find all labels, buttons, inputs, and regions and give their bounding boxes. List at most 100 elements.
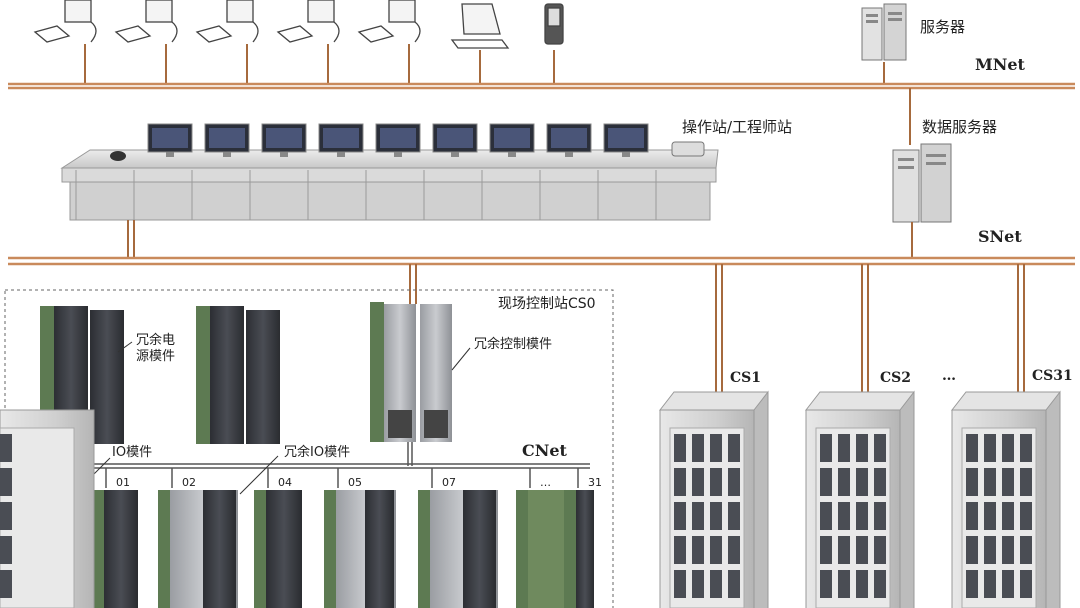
cabinet-module-slot [710, 536, 722, 564]
cabinet-module-slot [674, 502, 686, 530]
cabinet-module-slot [874, 434, 886, 462]
cabinet-module-slot [692, 570, 704, 598]
field-station-label: 现场控制站CS0 [498, 296, 596, 312]
redundant-io-callout-line [239, 455, 279, 495]
io-module [418, 490, 498, 608]
io-module [92, 490, 138, 608]
workstation-icon [33, 0, 97, 43]
cabinet-cs31 [0, 410, 95, 608]
cabinet-module-slot [0, 502, 12, 530]
console-monitor-icon [432, 123, 478, 157]
control-callout-line [451, 347, 471, 371]
cabinet-module-slot [984, 502, 996, 530]
cabinet-module-slot [710, 502, 722, 530]
cabinet-module-slot [838, 536, 850, 564]
server-label: 服务器 [920, 18, 965, 36]
cabinet-module-slot [984, 570, 996, 598]
console-monitor-icon [261, 123, 307, 157]
cabinet-module-slot [728, 570, 740, 598]
laptop-icon [450, 3, 510, 49]
cabinet-module-slot [0, 468, 12, 496]
cabinet-module-slot [874, 502, 886, 530]
cabinet-module-slot [966, 570, 978, 598]
io-slot-label: … [540, 476, 551, 489]
data-server-label: 数据服务器 [922, 118, 997, 136]
client-workstations [33, 0, 564, 49]
cabinet-module-slot [674, 468, 686, 496]
cabinet-module-slot [820, 434, 832, 462]
io-module-row: 000102040507…31 [24, 468, 602, 608]
cabinet-module-slot [856, 502, 868, 530]
workstation-icon [195, 0, 259, 43]
io-module-label: IO模件 [112, 445, 152, 460]
redundant-control-label: 冗余控制模件 [474, 336, 552, 352]
console-monitor-icon [204, 123, 250, 157]
data-server-icon [892, 143, 952, 223]
cabinet-module-slot [820, 502, 832, 530]
redundant-io-label: 冗余IO模件 [284, 444, 350, 460]
cabinet-module-slot [674, 570, 686, 598]
cabinet-module-slot [966, 502, 978, 530]
workstation-icon [357, 0, 421, 43]
io-slot-label: 02 [182, 476, 196, 489]
cabinet-module-slot [984, 434, 996, 462]
cabinet-module-slot [966, 434, 978, 462]
cabinet-module-slot [820, 570, 832, 598]
cabinet-module-slot [1002, 434, 1014, 462]
pda-icon [544, 3, 564, 45]
server-icon [861, 3, 907, 61]
console-monitor-icon [147, 123, 193, 157]
snet-drops [409, 264, 1025, 392]
operator-console [60, 123, 719, 221]
cabinet-module-slot [1002, 468, 1014, 496]
cabinet-module-slot [838, 502, 850, 530]
cabinet-module-slot [856, 434, 868, 462]
io-module [516, 490, 564, 608]
cabinet-module-slot [838, 570, 850, 598]
cabinet-module-slot [966, 536, 978, 564]
cabinet-module-slot [820, 536, 832, 564]
power-callout-line [117, 341, 133, 353]
io-module [254, 490, 302, 608]
cnet-bus [36, 442, 590, 469]
io-slot-label: 04 [278, 476, 292, 489]
cabinet-module-slot [692, 502, 704, 530]
cabinet-module-slot [838, 468, 850, 496]
console-dividers [75, 170, 657, 220]
cabinet-module-slot [674, 434, 686, 462]
io-slot-label: 05 [348, 476, 362, 489]
redundant-power-module-b [196, 306, 280, 444]
console-monitor-icon [546, 123, 592, 157]
workstation-icon [114, 0, 178, 43]
cabinet-module-slot [728, 502, 740, 530]
snet-label: SNet [978, 227, 1022, 246]
cabinet-module-slot [710, 434, 722, 462]
console-monitor-icon [318, 123, 364, 157]
operator-station-label: 操作站/工程师站 [682, 118, 792, 136]
cabinet-module-slot [0, 536, 12, 564]
cnet-label: CNet [522, 441, 568, 460]
redundant-power-label-1: 冗余电 [136, 332, 175, 348]
cabinet-module-slot [820, 468, 832, 496]
cabinet-module-slot [1002, 570, 1014, 598]
cabinet-module-slot [1020, 570, 1032, 598]
snet-bus [8, 256, 1075, 266]
redundant-power-label-2: 源模件 [136, 349, 175, 364]
cabinet-cs2 [804, 390, 915, 608]
cabinet-module-slot [1020, 502, 1032, 530]
console-monitor-icon [603, 123, 649, 157]
io-slot-label: 01 [116, 476, 130, 489]
phone-icon [671, 141, 705, 157]
mnet-bus [8, 82, 1075, 90]
cabinet-module-slot [1020, 434, 1032, 462]
io-slot-label: 31 [588, 476, 602, 489]
redundant-control-module [370, 302, 452, 442]
io-slot-label: 07 [442, 476, 456, 489]
cabinet-… [950, 390, 1061, 608]
io-module [324, 490, 396, 608]
cabinet-module-slot [1002, 502, 1014, 530]
cabinet-module-slot [856, 570, 868, 598]
io-module [158, 490, 238, 608]
